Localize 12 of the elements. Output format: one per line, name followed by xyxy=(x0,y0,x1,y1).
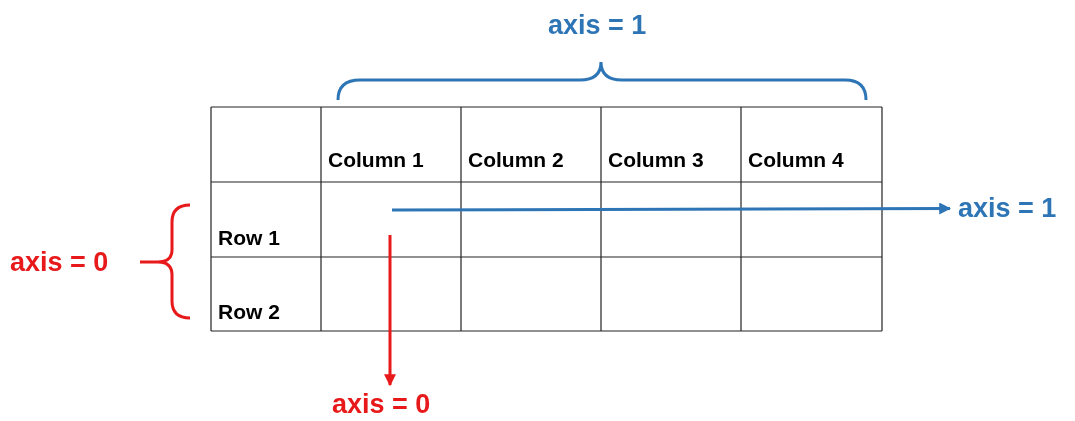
column-header: Column 4 xyxy=(748,148,844,172)
row-header: Row 1 xyxy=(218,226,280,250)
column-header: Column 3 xyxy=(608,148,704,172)
axis-label: axis = 0 xyxy=(332,389,431,420)
axis-label: axis = 1 xyxy=(958,193,1057,224)
axis-label: axis = 0 xyxy=(10,247,109,278)
arrow xyxy=(384,235,396,387)
axis-label: axis = 1 xyxy=(548,10,647,41)
row-header: Row 2 xyxy=(218,300,280,324)
column-header: Column 2 xyxy=(468,148,564,172)
column-header: Column 1 xyxy=(328,148,424,172)
arrow xyxy=(392,202,952,215)
